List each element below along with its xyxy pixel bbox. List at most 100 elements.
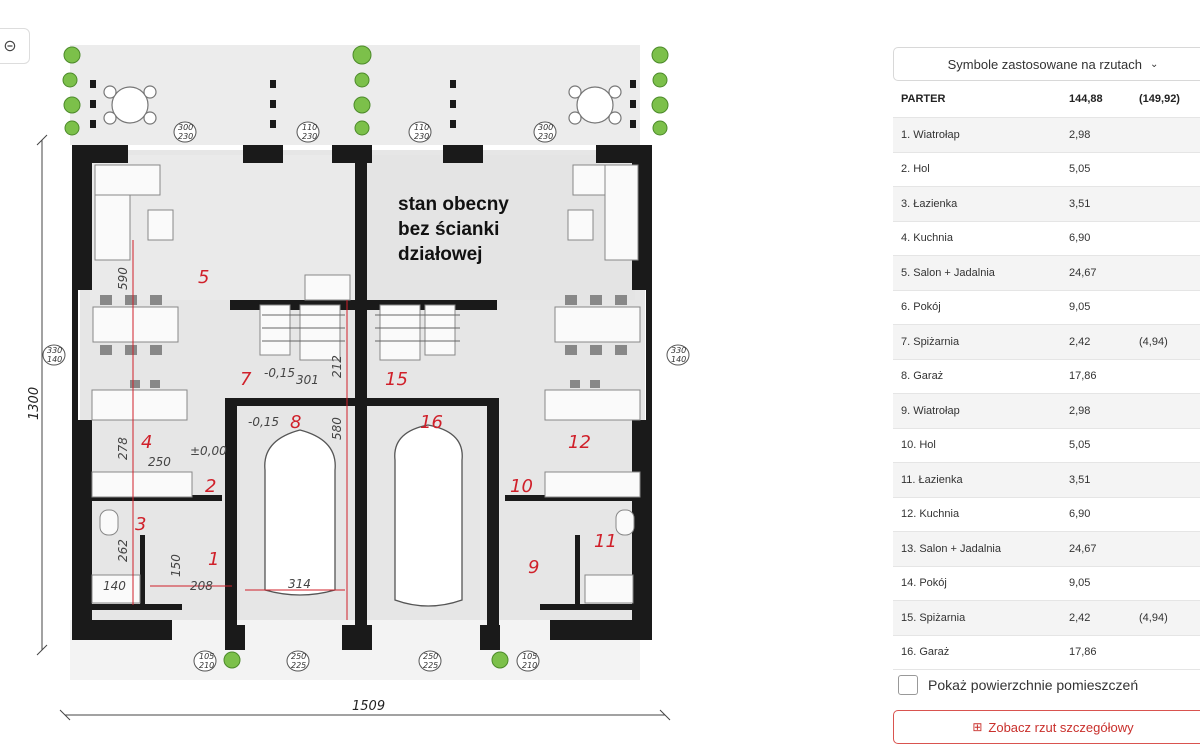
dim-314: 314: [288, 577, 311, 591]
room-label-5: 5: [198, 267, 209, 288]
window-7-height: 210: [199, 661, 214, 670]
floor-area: 144,88: [1061, 81, 1131, 118]
zoom-out-button[interactable]: ⊝: [0, 28, 30, 64]
room-label-4: 4: [141, 432, 152, 453]
room-area-extra: [1131, 497, 1200, 532]
room-area-extra: [1131, 117, 1200, 153]
room-label-7: 7: [240, 369, 252, 390]
room-name: 4. Kuchnia: [893, 221, 1061, 256]
window-7-width: 105: [199, 652, 214, 661]
room-area-extra: [1131, 255, 1200, 291]
room-name: 16. Garaż: [893, 635, 1061, 670]
room-label-12: 12: [568, 432, 591, 453]
show-room-areas-toggle[interactable]: Pokaż powierzchnie pomieszczeń: [898, 675, 1138, 695]
window-5-height: 140: [47, 355, 62, 364]
overall-width: 1509: [352, 699, 385, 714]
dim-580: 580: [330, 417, 344, 440]
room-name: 8. Garaż: [893, 359, 1061, 394]
room-label-16: 16: [420, 412, 443, 433]
room-area: 2,42: [1061, 600, 1131, 636]
window-6-width: 330: [671, 346, 686, 355]
window-5-width: 330: [47, 346, 62, 355]
symbols-dropdown-button[interactable]: Symbole zastosowane na rzutach ⌄: [893, 47, 1200, 81]
room-label-10: 10: [510, 476, 533, 497]
window-8-height: 225: [291, 661, 306, 670]
window-2-height: 230: [302, 132, 317, 141]
room-name: 12. Kuchnia: [893, 497, 1061, 532]
room-area: 2,42: [1061, 324, 1131, 360]
room-label-3: 3: [135, 514, 146, 535]
room-area: 5,05: [1061, 428, 1131, 463]
dim-250: 250: [148, 455, 171, 469]
show-room-areas-checkbox[interactable]: [898, 675, 918, 695]
room-area: 17,86: [1061, 359, 1131, 394]
plan-note-line1: stan obecny: [398, 194, 509, 215]
room-label-9: 9: [528, 557, 539, 578]
dim-301: 301: [296, 373, 319, 387]
room-name: 11. Łazienka: [893, 462, 1061, 498]
room-name: 15. Spiżarnia: [893, 600, 1061, 636]
dim-212: 212: [330, 355, 344, 378]
room-area-extra: [1131, 359, 1200, 394]
dim-208: 208: [190, 579, 213, 593]
view-detailed-plan-label: Zobacz rzut szczegółowy: [988, 719, 1134, 735]
room-area-extra: [1131, 462, 1200, 498]
room-area: 24,67: [1061, 255, 1131, 291]
room-area-extra: [1131, 531, 1200, 567]
window-8-width: 250: [291, 652, 306, 661]
room-label-8: 8: [290, 412, 301, 433]
window-9-width: 250: [423, 652, 438, 661]
room-name: 5. Salon + Jadalnia: [893, 255, 1061, 291]
room-area-extra: [1131, 566, 1200, 601]
room-name: 10. Hol: [893, 428, 1061, 463]
level-mark-1: -0,15: [264, 366, 295, 380]
room-area-extra: [1131, 152, 1200, 187]
window-9-height: 225: [423, 661, 438, 670]
room-name: 7. Spiżarnia: [893, 324, 1061, 360]
dim-140: 140: [103, 579, 126, 593]
dim-278: 278: [116, 437, 130, 460]
window-4-height: 230: [538, 132, 553, 141]
view-detailed-plan-button[interactable]: ⊞ Zobacz rzut szczegółowy: [893, 710, 1200, 744]
window-10-width: 105: [522, 652, 537, 661]
dim-262: 262: [116, 539, 130, 562]
plan-note-line3: działowej: [398, 244, 482, 265]
room-name: 3. Łazienka: [893, 186, 1061, 222]
room-area: 24,67: [1061, 531, 1131, 567]
level-mark-3: ±0,00: [190, 444, 227, 458]
window-6-height: 140: [671, 355, 686, 364]
symbols-dropdown-label: Symbole zastosowane na rzutach: [947, 56, 1142, 72]
room-area: 17,86: [1061, 635, 1131, 670]
room-name: 1. Wiatrołap: [893, 117, 1061, 153]
floor-plan-icon: ⊞: [972, 720, 983, 734]
floor-name: PARTER: [893, 81, 1061, 118]
window-1-height: 230: [178, 132, 193, 141]
dim-150: 150: [169, 554, 183, 577]
table-header-row: PARTER 144,88 (149,92): [893, 81, 1200, 118]
chevron-down-icon: ⌄: [1150, 58, 1159, 70]
room-name: 9. Wiatrołap: [893, 393, 1061, 429]
room-area-extra: [1131, 290, 1200, 325]
room-name: 14. Pokój: [893, 566, 1061, 601]
room-label-15: 15: [385, 369, 408, 390]
room-area: 6,90: [1061, 221, 1131, 256]
room-name: 6. Pokój: [893, 290, 1061, 325]
window-3-width: 110: [414, 123, 429, 132]
window-3-height: 230: [414, 132, 429, 141]
window-2-width: 110: [302, 123, 317, 132]
plan-note-line2: bez ścianki: [398, 219, 499, 240]
room-area: 3,51: [1061, 186, 1131, 222]
